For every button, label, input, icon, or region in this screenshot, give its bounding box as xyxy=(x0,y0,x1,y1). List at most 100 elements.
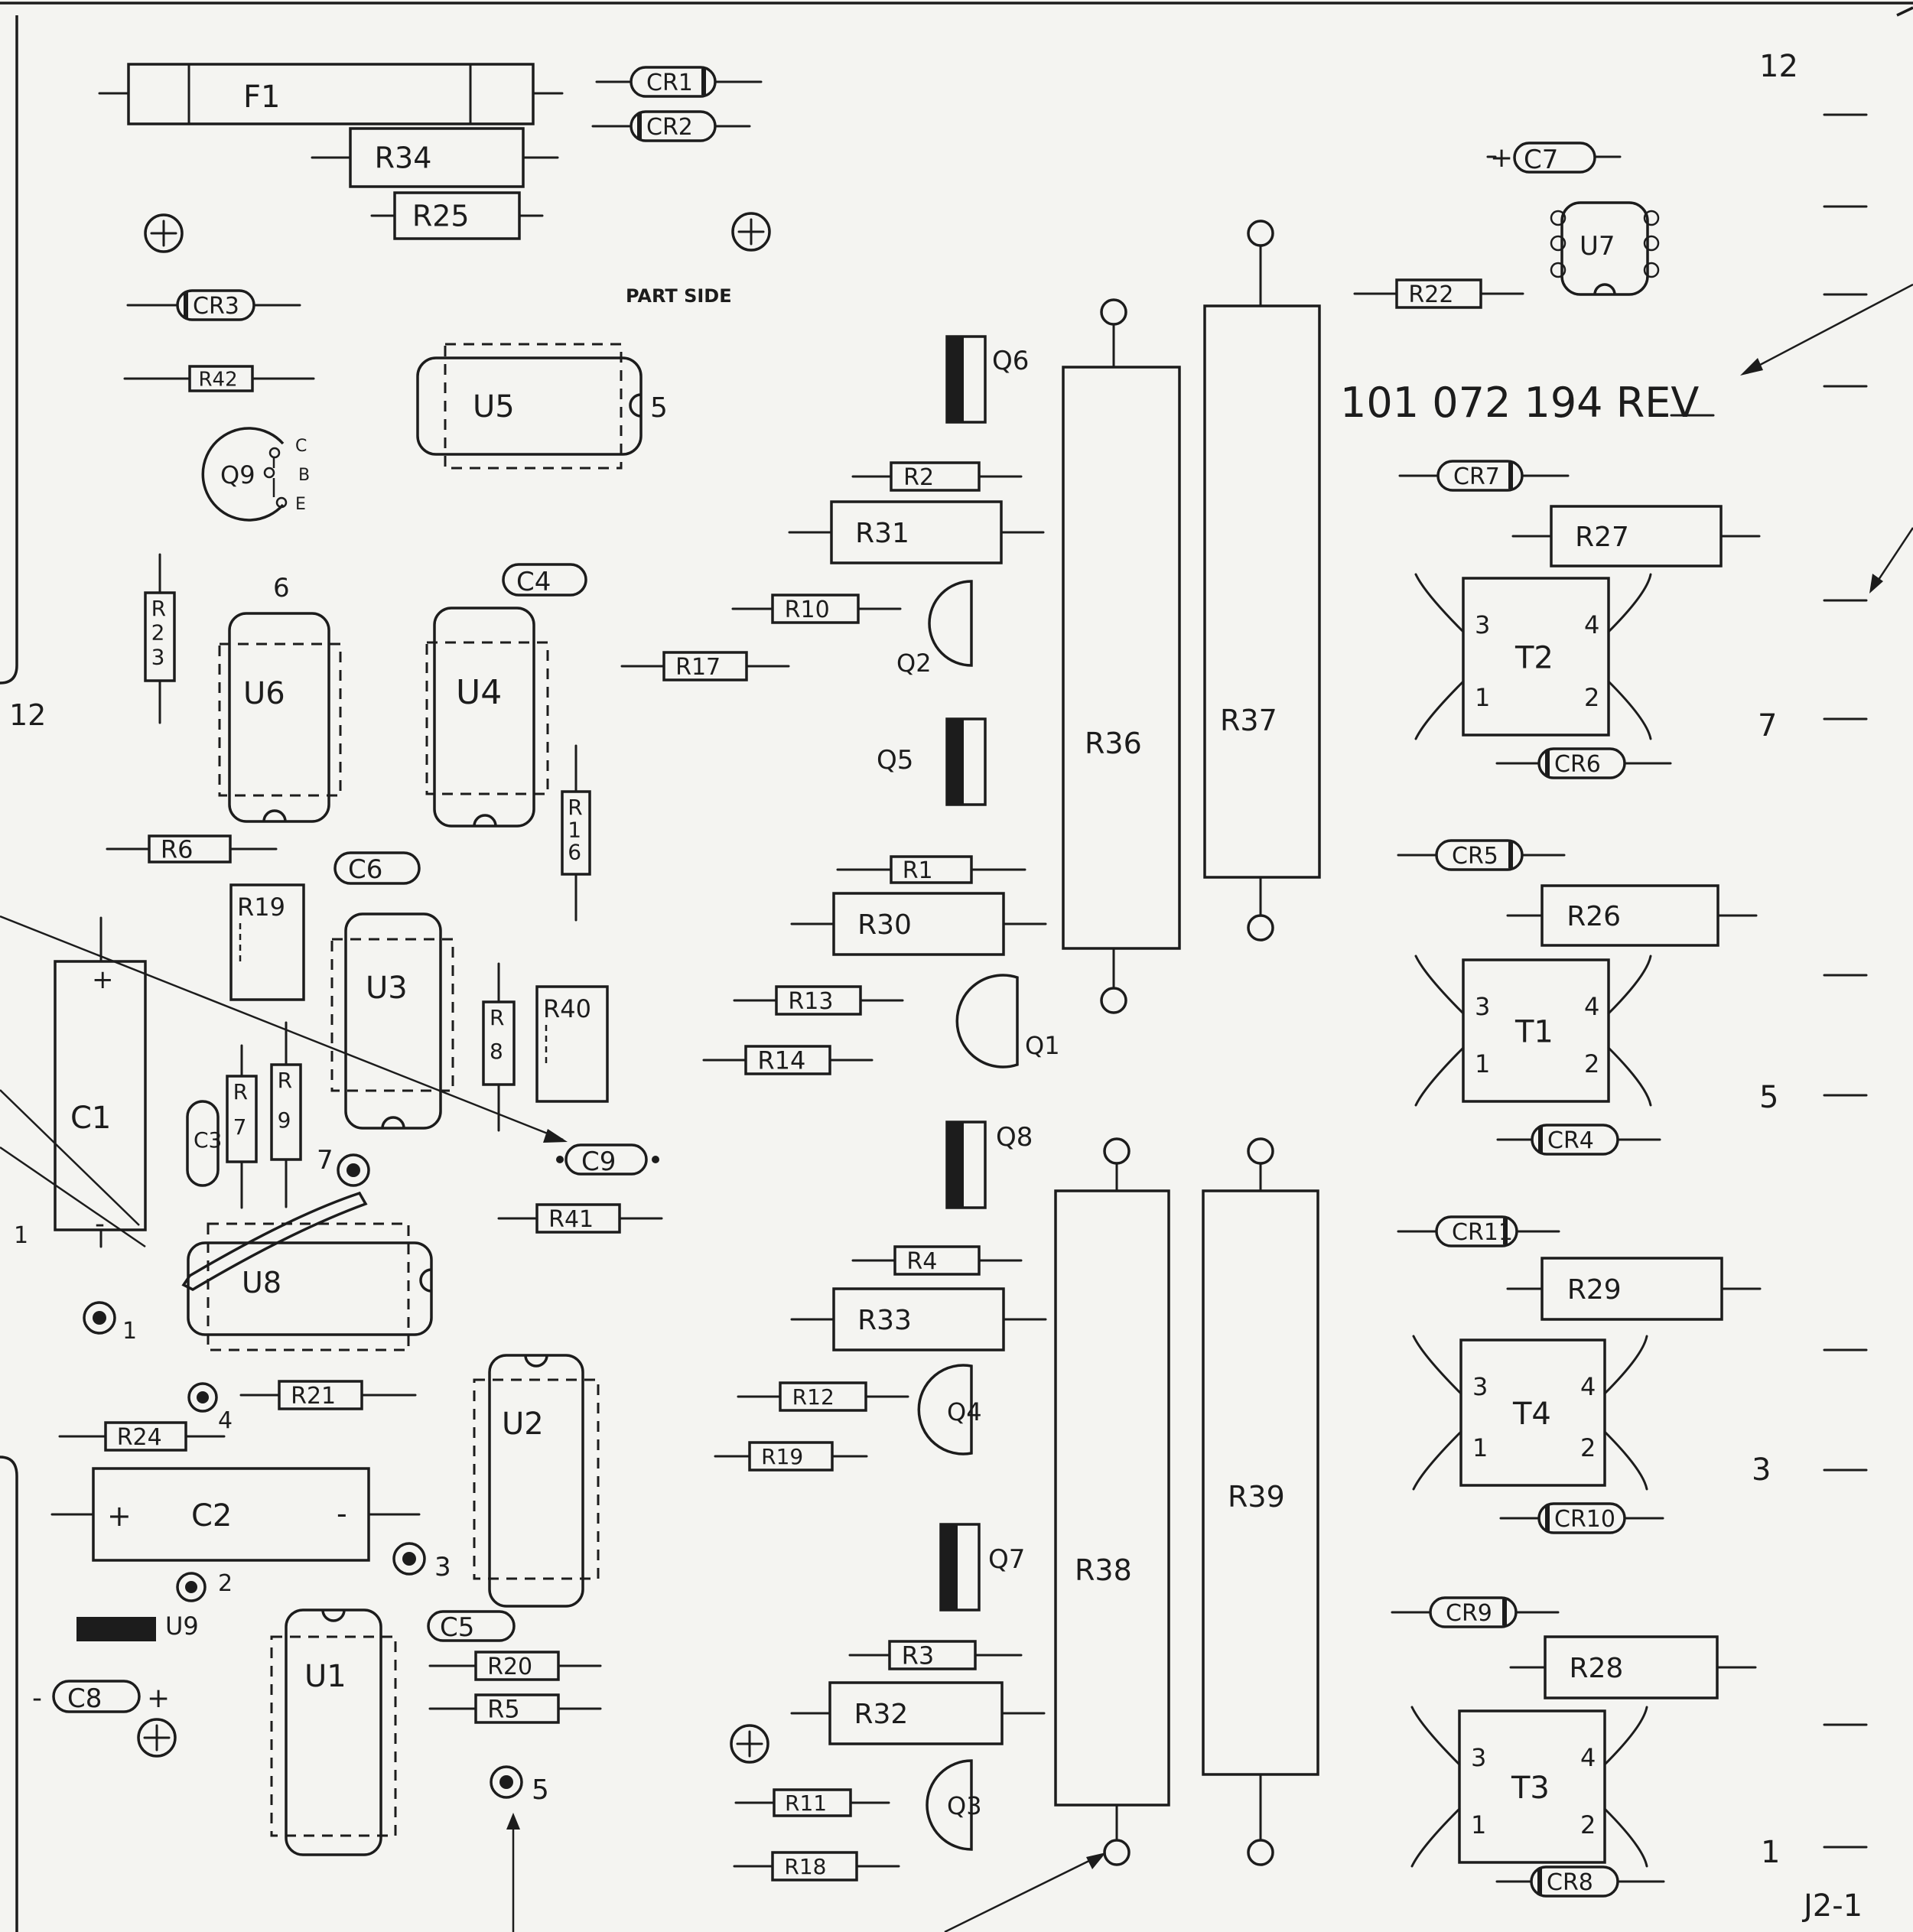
edge-pin-7: 7 xyxy=(1758,708,1777,743)
resistor-r7: R7 xyxy=(226,1044,258,1209)
ic-u4-label: U4 xyxy=(456,673,502,712)
tp-7-label: 7 xyxy=(317,1145,333,1176)
mounting-hole-icon xyxy=(144,213,184,253)
transformer-pin-label: 2 xyxy=(1584,683,1599,712)
transistor-q3-label: Q3 xyxy=(947,1791,982,1820)
capacitor-c9: C9 xyxy=(556,1143,659,1177)
test-point-7: 7 xyxy=(317,1145,370,1187)
resistor-r6: R6 xyxy=(106,834,278,864)
capacitor-c7: + C7 xyxy=(1486,141,1622,175)
resistor-r26: R26 xyxy=(1506,884,1758,947)
resistor-r19-label: R19 xyxy=(237,893,285,922)
resistor-r21: R21 xyxy=(239,1380,417,1410)
resistor-r36-label: R36 xyxy=(1085,727,1142,760)
resistor-r16-label: 6 xyxy=(568,840,581,865)
resistor-r12-label: R12 xyxy=(792,1384,834,1410)
diode-cr2-label: CR2 xyxy=(646,114,693,141)
resistor-r8: R8 xyxy=(482,962,516,1132)
resistor-r24-label: R24 xyxy=(117,1424,162,1451)
c1-plus: + xyxy=(92,964,114,995)
edge-pin-1: 1 xyxy=(1761,1835,1780,1870)
diode-cr5: CR5 xyxy=(1397,839,1566,871)
transistor-q7: Q7 xyxy=(939,1523,1025,1612)
diode-cr7: CR7 xyxy=(1398,460,1570,492)
edge-pin-3: 3 xyxy=(1752,1452,1771,1488)
edge-pin-12: 12 xyxy=(1759,49,1798,84)
resistor-r13: R13 xyxy=(733,985,904,1016)
resistor-r32-label: R32 xyxy=(854,1699,909,1730)
ic-u8: U8 xyxy=(181,1191,433,1351)
ic-u7-label: U7 xyxy=(1580,231,1615,262)
tp-1-label: 1 xyxy=(122,1318,137,1345)
transformer-pin-label: 1 xyxy=(1471,1810,1486,1839)
mounting-hole-icon xyxy=(731,212,771,252)
transformer-pin-label: 1 xyxy=(1472,1433,1488,1462)
resistor-r40-label: R40 xyxy=(543,994,591,1023)
capacitor-c6-label: C6 xyxy=(348,854,382,885)
u6-pin-label: 6 xyxy=(273,573,290,603)
capacitor-c5-label: C5 xyxy=(440,1612,474,1643)
transistor-q5: Q5 xyxy=(877,717,987,806)
resistor-r31-label: R31 xyxy=(855,518,909,549)
transformer-pin-label: 1 xyxy=(1475,1049,1490,1078)
diode-cr7-label: CR7 xyxy=(1453,463,1500,490)
resistor-r28: R28 xyxy=(1509,1635,1757,1699)
resistor-r28-label: R28 xyxy=(1570,1653,1624,1684)
resistor-r22-label: R22 xyxy=(1408,281,1453,308)
resistor-r42-label: R42 xyxy=(198,368,237,391)
ic-u5-label: U5 xyxy=(473,389,515,424)
resistor-r14: R14 xyxy=(702,1045,874,1075)
diode-cr11: CR11 xyxy=(1397,1215,1560,1247)
resistor-r10-label: R10 xyxy=(785,597,830,623)
resistor-r3-label: R3 xyxy=(902,1641,935,1670)
diode-cr6-label: CR6 xyxy=(1554,751,1601,778)
diode-cr1: CR1 xyxy=(595,66,763,98)
diode-cr11-label: CR11 xyxy=(1452,1219,1513,1246)
transformer-pin-label: 4 xyxy=(1584,992,1599,1021)
c2-minus: - xyxy=(337,1497,347,1530)
transistor-q7-label: Q7 xyxy=(988,1544,1025,1575)
transistor-q2: Q2 xyxy=(896,580,973,678)
transistor-q6: Q6 xyxy=(945,335,1029,424)
transistor-q6-label: Q6 xyxy=(992,346,1029,376)
resistor-r4-label: R4 xyxy=(906,1248,937,1275)
q9-pin-e: E xyxy=(295,495,306,514)
transformer-pin-label: 3 xyxy=(1475,992,1490,1021)
resistor-r19: R19 xyxy=(229,883,305,1001)
resistor-r30: R30 xyxy=(790,892,1047,956)
resistor-r39-label: R39 xyxy=(1228,1480,1285,1514)
ic-u7: U7 xyxy=(1550,201,1660,296)
resistor-r2-label: R2 xyxy=(903,464,934,491)
transistor-q4-label: Q4 xyxy=(947,1397,982,1426)
resistor-r26-label: R26 xyxy=(1567,901,1621,932)
diode-cr4-label: CR4 xyxy=(1547,1127,1594,1154)
left-pin-12: 12 xyxy=(9,698,46,732)
diode-cr2: CR2 xyxy=(591,110,751,142)
resistor-r7-label: R xyxy=(233,1079,248,1104)
resistor-r27-label: R27 xyxy=(1575,522,1629,553)
resistor-r37: R37 xyxy=(1203,220,1321,942)
resistor-r20-label: R20 xyxy=(487,1654,532,1680)
diode-cr9: CR9 xyxy=(1391,1596,1560,1628)
resistor-r1-label: R1 xyxy=(903,857,933,884)
resistor-r16-label: R xyxy=(568,795,582,820)
resistor-r42: R42 xyxy=(123,365,315,392)
capacitor-c4-label: C4 xyxy=(516,567,551,597)
resistor-r10: R10 xyxy=(731,594,902,624)
resistor-r24: R24 xyxy=(58,1421,226,1452)
board-number-label: 101 072 194 REV xyxy=(1340,379,1699,427)
transformer-pin-label: 2 xyxy=(1580,1433,1596,1462)
transistor-q9-label: Q9 xyxy=(220,460,255,490)
ic-u9-label: U9 xyxy=(165,1612,199,1641)
transistor-q1: Q1 xyxy=(955,974,1060,1068)
ic-u2-label: U2 xyxy=(502,1407,544,1442)
edge-connector: 12 7 5 3 1 12 1 xyxy=(9,49,1868,1870)
resistor-r5: R5 xyxy=(428,1693,602,1724)
diode-cr10: CR10 xyxy=(1499,1502,1664,1534)
